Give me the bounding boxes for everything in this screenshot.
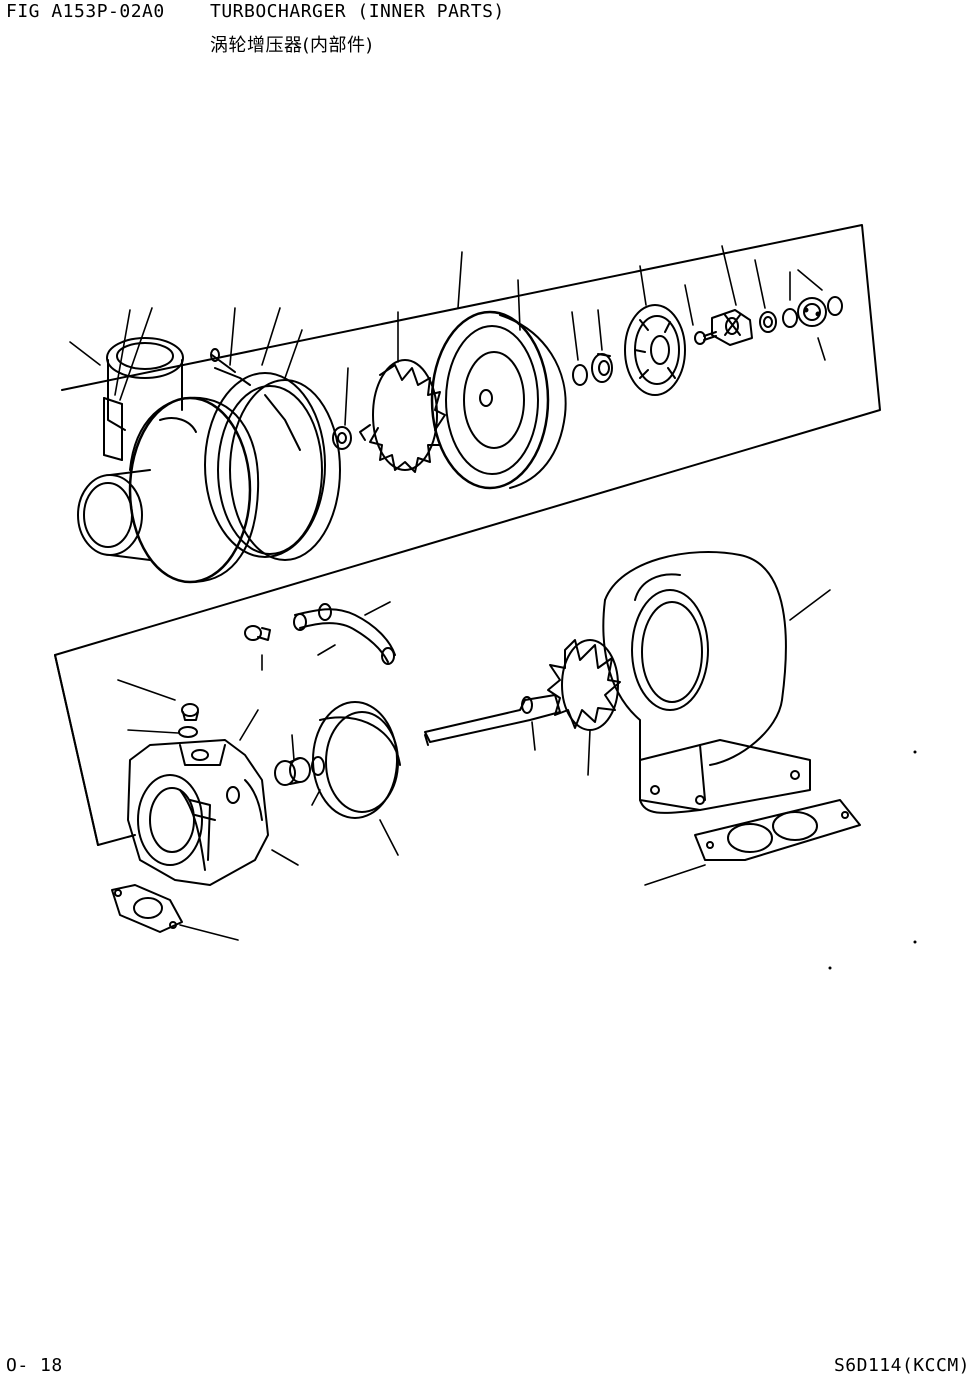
margin-dot-1: [913, 750, 917, 754]
end-o-ring: [828, 297, 842, 315]
margin-dot-2: [913, 940, 917, 944]
o-ring-large: [230, 380, 340, 560]
center-housing: [128, 740, 268, 885]
oil-deflector-plate: [712, 310, 752, 345]
journal-bearing: [275, 757, 324, 785]
title-english: TURBOCHARGER (INNER PARTS): [210, 1, 505, 22]
v-band-clamp: [205, 349, 325, 557]
plug-washer: [179, 727, 197, 737]
frame-lower-line: [55, 655, 98, 845]
thrust-sleeve: [592, 354, 612, 382]
turbine-housing: [603, 552, 810, 813]
compressor-housing: [78, 338, 258, 582]
thrust-bearing: [625, 305, 685, 395]
back-plate: [432, 312, 566, 488]
turbine-gasket: [695, 800, 860, 860]
heat-shield: [313, 702, 400, 818]
small-o-ring: [573, 365, 587, 385]
page-number: O- 18: [6, 1355, 63, 1376]
nut: [333, 427, 351, 449]
oil-drain-gasket: [112, 885, 182, 932]
turbine-shaft-wheel: [425, 640, 620, 745]
figure-code: FIG A153P-02A0: [6, 1, 165, 22]
seal-ring: [760, 312, 776, 332]
margin-dot-3: [828, 966, 832, 970]
plug: [182, 704, 198, 720]
title-chinese: 涡轮增压器(内部件): [210, 35, 374, 56]
bolt: [245, 626, 270, 640]
model-code: S6D114(KCCM): [833, 1355, 970, 1376]
retaining-ring: [783, 309, 797, 327]
leader-lines-upper: [70, 246, 825, 425]
leader-lines-lower: [118, 590, 830, 940]
bearing-insert: [798, 298, 826, 326]
lock-plate: [294, 604, 395, 664]
frame-outline: [55, 225, 880, 845]
